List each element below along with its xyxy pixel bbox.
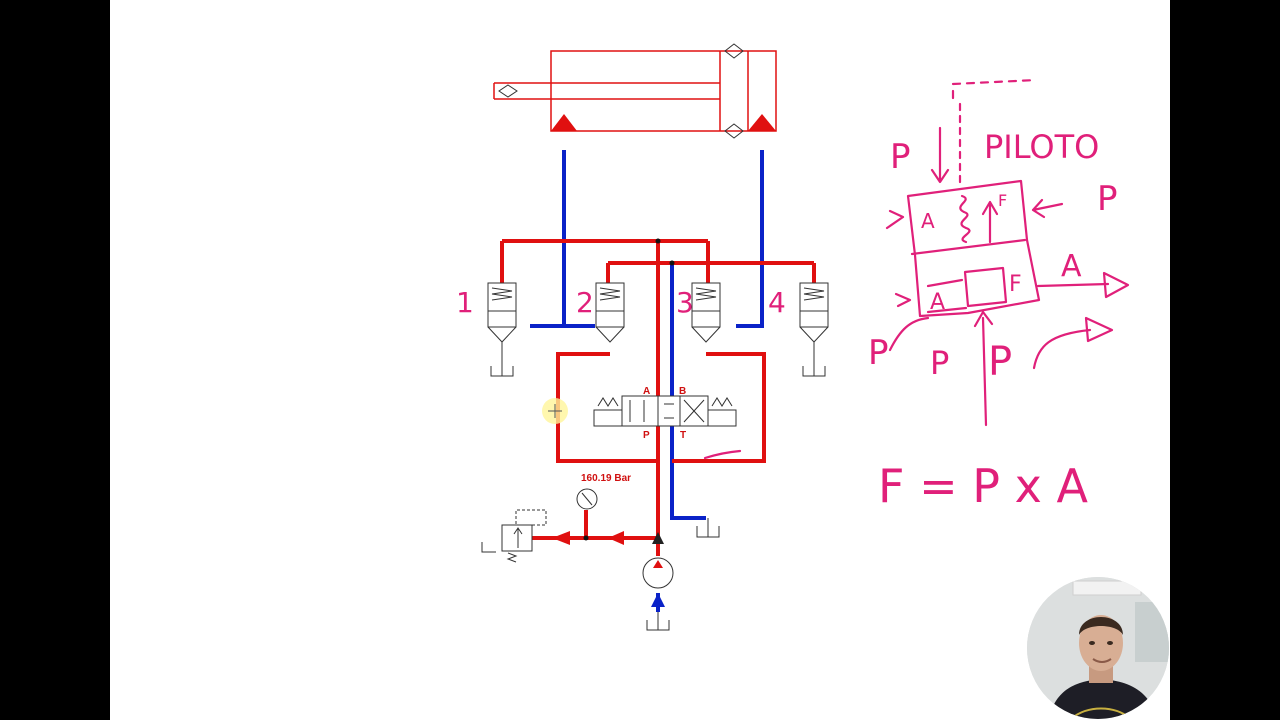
flow-arrow-3 (652, 532, 664, 544)
suction-arrow (651, 593, 665, 607)
tank-lines (530, 150, 764, 520)
directional-control-valve (593, 395, 737, 427)
valve-number-2: 2 (576, 286, 594, 319)
handwritten-underline (703, 449, 742, 460)
flow-arrow-1 (552, 531, 570, 545)
webcam-overlay (1027, 577, 1169, 719)
cursor-crosshair-icon (548, 404, 562, 418)
handwritten-annotation: P PILOTO A F P A F A P P P F = P x A (868, 78, 1130, 513)
hand-f-upper: F (998, 191, 1007, 210)
pressure-readout: 160.19 Bar (581, 473, 631, 484)
hydraulic-pump (642, 557, 674, 589)
hand-a-upper: A (921, 209, 935, 233)
hand-f-lower: F (1009, 272, 1022, 297)
hand-p-top: P (890, 137, 911, 177)
hand-a-out: A (1061, 249, 1082, 284)
port-label-a: A (643, 386, 650, 397)
port-label-p: P (643, 430, 650, 441)
valve-number-3: 3 (676, 286, 694, 319)
cylinder-port-left (551, 114, 577, 131)
presenter-avatar (1027, 577, 1169, 719)
check-valve-4 (799, 282, 829, 358)
hand-a-lower: A (930, 290, 945, 315)
hand-p-left: P (868, 333, 889, 373)
tank-symbols (481, 358, 826, 631)
hand-p-bottom-1: P (930, 344, 949, 382)
port-label-b: B (679, 386, 686, 397)
valve-number-4: 4 (768, 286, 786, 319)
hand-p-right: P (1097, 179, 1118, 219)
flow-arrow-2 (608, 531, 624, 545)
check-valve-1 (487, 282, 517, 358)
double-acting-cylinder (493, 43, 777, 139)
hand-piloto: PILOTO (984, 128, 1099, 166)
cylinder-port-right (748, 114, 776, 131)
hand-p-bottom-2: P (988, 339, 1012, 385)
check-valve-2 (595, 282, 625, 343)
pressure-gauge-icon (576, 488, 598, 510)
hand-formula: F = P x A (878, 459, 1088, 513)
port-label-t: T (680, 430, 686, 441)
check-valve-3 (691, 282, 721, 343)
whiteboard-canvas (110, 0, 1170, 720)
relief-valve (501, 509, 547, 563)
pressure-lines (500, 239, 816, 556)
valve-number-1: 1 (456, 286, 474, 319)
